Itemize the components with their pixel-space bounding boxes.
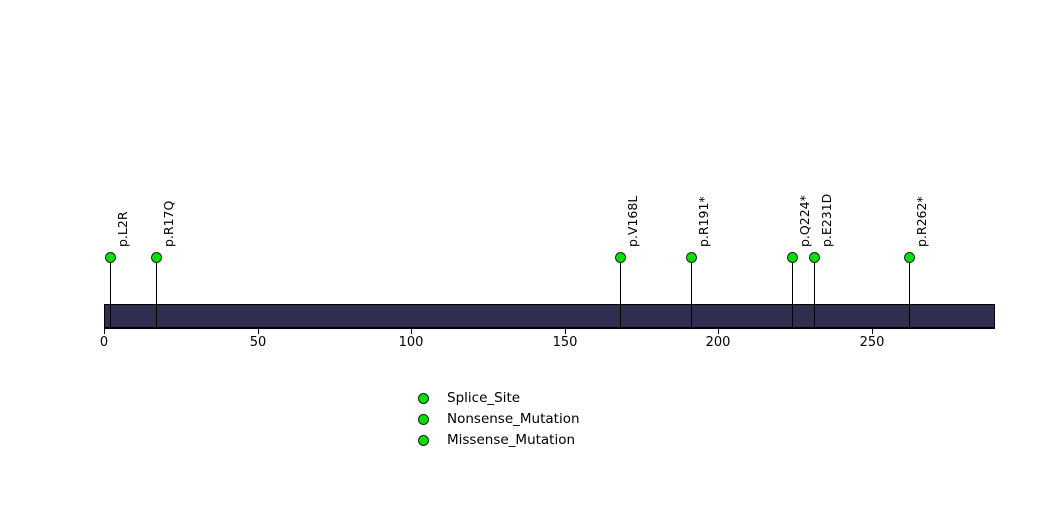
x-axis-tick-label: 50 bbox=[249, 335, 267, 350]
legend-label: Missense_Mutation bbox=[447, 432, 576, 448]
lollipop-label: p.L2R bbox=[115, 210, 130, 247]
lollipop-marker[interactable] bbox=[685, 251, 697, 263]
lollipop-stem bbox=[156, 257, 157, 328]
lollipop-stem bbox=[814, 257, 815, 328]
x-axis-tick-label: 200 bbox=[705, 335, 731, 350]
legend-item[interactable]: Splice_Site bbox=[418, 390, 520, 406]
x-axis-tick bbox=[104, 328, 105, 334]
legend-label: Nonsense_Mutation bbox=[447, 411, 580, 427]
lollipop-label: p.R17Q bbox=[161, 200, 176, 247]
x-axis-tick bbox=[411, 328, 412, 334]
legend-item[interactable]: Nonsense_Mutation bbox=[418, 411, 580, 427]
x-axis-tick-label: 100 bbox=[398, 335, 424, 350]
lollipop-stem bbox=[620, 257, 621, 328]
x-axis-tick bbox=[718, 328, 719, 334]
x-axis-tick-label: 250 bbox=[859, 335, 885, 350]
lollipop-stem bbox=[110, 257, 111, 328]
lollipop-label: p.V168L bbox=[625, 195, 640, 247]
lollipop-label: p.R191* bbox=[696, 195, 711, 247]
x-axis-tick-label: 150 bbox=[552, 335, 578, 350]
lollipop-marker[interactable] bbox=[104, 251, 116, 263]
protein-domain-bar bbox=[104, 304, 995, 328]
lollipop-marker[interactable] bbox=[150, 251, 162, 263]
legend-marker-icon bbox=[418, 392, 429, 404]
lollipop-stem bbox=[792, 257, 793, 328]
legend-marker-icon bbox=[418, 434, 429, 446]
x-axis-tick bbox=[872, 328, 873, 334]
lollipop-marker[interactable] bbox=[786, 251, 798, 263]
lollipop-marker[interactable] bbox=[614, 251, 626, 263]
legend-label: Splice_Site bbox=[447, 390, 521, 406]
lollipop-stem bbox=[909, 257, 910, 328]
lollipop-label: p.R262* bbox=[914, 195, 929, 247]
lollipop-label: p.E231D bbox=[819, 193, 834, 247]
x-axis-line bbox=[104, 328, 995, 329]
x-axis-tick bbox=[258, 328, 259, 334]
lollipop-stem bbox=[691, 257, 692, 328]
x-axis-tick-label: 0 bbox=[99, 335, 109, 350]
legend-marker-icon bbox=[418, 413, 429, 425]
x-axis-tick bbox=[565, 328, 566, 334]
lollipop-marker[interactable] bbox=[903, 251, 915, 263]
lollipop-label: p.Q224* bbox=[797, 194, 812, 247]
lollipop-marker[interactable] bbox=[808, 251, 820, 263]
legend-item[interactable]: Missense_Mutation bbox=[418, 432, 575, 448]
